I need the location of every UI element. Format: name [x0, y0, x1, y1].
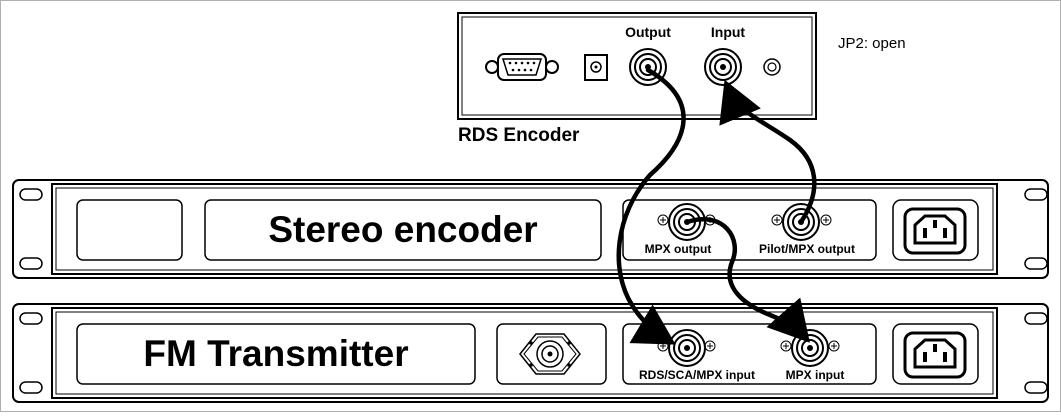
rds-input-bnc-connector-icon	[704, 48, 742, 86]
rds-aux-jack-icon	[763, 58, 781, 76]
fm-transmitter-unit: FM Transmitter RDS/SCA/MPX input MPX inp…	[12, 303, 1049, 403]
stereo-encoder-title: Stereo encoder	[268, 209, 537, 250]
screw-icon	[828, 340, 840, 352]
iec-power-inlet-icon	[903, 331, 967, 379]
rds-encoder-title: RDS Encoder	[458, 125, 580, 146]
rds-output-label: Output	[625, 24, 671, 40]
dc-power-jack-icon	[584, 54, 608, 81]
screw-icon	[771, 214, 783, 226]
mpx-output-label: MPX output	[645, 242, 712, 256]
cable-rds-output-to-rds-sca-mpx-input	[616, 67, 686, 345]
cable-mpx-output-to-mpx-input	[684, 217, 810, 343]
stereo-encoder-name-plate	[204, 199, 602, 261]
screw-icon	[820, 214, 832, 226]
rds-encoder-inner-box	[461, 16, 813, 116]
fm-transmitter-name-plate	[76, 323, 476, 385]
rack-mount-hole-icon	[1024, 257, 1048, 270]
screw-icon	[657, 214, 669, 226]
rack-mount-hole-icon	[19, 312, 43, 325]
rds-sca-mpx-input-label: RDS/SCA/MPX input	[639, 368, 755, 382]
rds-input-label: Input	[711, 24, 746, 40]
screw-icon	[657, 340, 669, 352]
screw-icon	[704, 340, 716, 352]
stereo-encoder-unit: Stereo encoder MPX output Pilot/MPX outp…	[12, 179, 1049, 279]
rds-sca-mpx-input-bnc-connector-icon	[668, 329, 706, 367]
pilot-mpx-output-label: Pilot/MPX output	[759, 242, 855, 256]
rack-mount-hole-icon	[1024, 381, 1048, 394]
fm-transmitter-title: FM Transmitter	[143, 333, 408, 374]
cable-pilot-mpx-output-to-rds-input	[719, 79, 817, 225]
mpx-input-bnc-connector-icon	[791, 329, 829, 367]
rds-encoder-unit: Output Input	[457, 12, 817, 120]
cables	[616, 67, 817, 345]
display-window	[76, 199, 183, 261]
jumper-note: JP2: open	[838, 35, 906, 52]
rack-mount-hole-icon	[1024, 188, 1048, 201]
screw-icon	[780, 340, 792, 352]
iec-power-inlet-icon	[903, 207, 967, 255]
rack-mount-hole-icon	[1024, 312, 1048, 325]
rack-mount-hole-icon	[19, 257, 43, 270]
rack-mount-hole-icon	[19, 188, 43, 201]
antenna-n-connector-icon	[519, 333, 581, 375]
rack-mount-hole-icon	[19, 381, 43, 394]
db9-serial-port-icon	[485, 53, 559, 81]
mpx-input-label: MPX input	[786, 368, 845, 382]
